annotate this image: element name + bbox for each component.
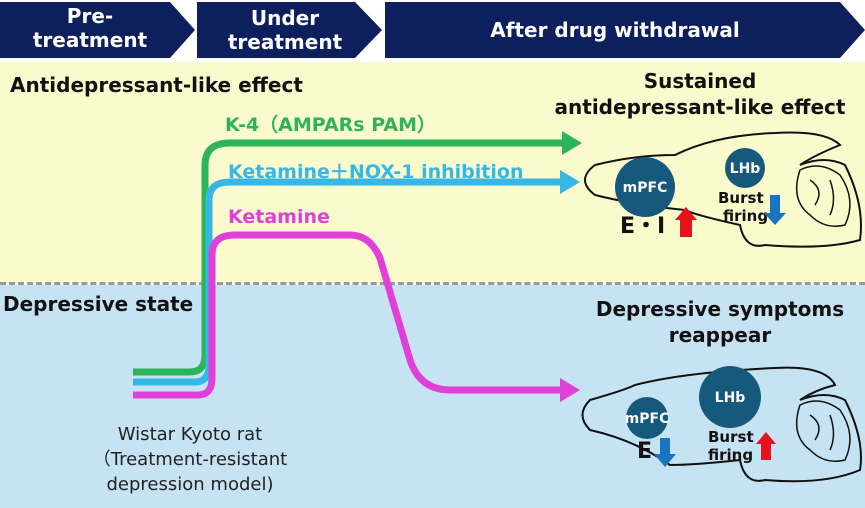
- burst-label-2: firing: [723, 207, 768, 225]
- pathway-k4: [133, 139, 565, 376]
- bottom-region-label: Depressive state: [3, 292, 194, 316]
- up-arrow-icon: [675, 207, 697, 237]
- cerebellum-icon: [795, 400, 851, 462]
- mpfc-label: mPFC: [623, 180, 668, 196]
- brain-outline-icon: [584, 131, 862, 248]
- burst-label-2: firing: [708, 446, 753, 464]
- arrowhead-k4: [562, 131, 582, 155]
- up-arrow-icon: [756, 432, 776, 460]
- ei-label: E・I: [620, 214, 665, 239]
- arrowhead-ketamine: [560, 378, 580, 402]
- effect-region: [0, 62, 865, 283]
- phase-bar: [0, 2, 865, 58]
- mpfc-label: mPFC: [625, 411, 670, 427]
- lhb-node: [699, 366, 761, 428]
- pathway-ketamine-nox1: [133, 178, 562, 386]
- down-arrow-icon: [764, 195, 786, 225]
- phase-chevron-under: [197, 2, 382, 58]
- lhb-label: LHb: [730, 161, 761, 177]
- label-ketamine-nox1: Ketamine＋NOX-1 inhibition: [228, 161, 524, 183]
- phase-chevron-pre: [0, 2, 195, 58]
- phase-under: Under treatment: [227, 6, 343, 54]
- lhb-node: [725, 148, 765, 188]
- top-region-label: Antidepressant-like effect: [10, 73, 303, 97]
- brain-top: mPFC LHb E・I Burst firing: [584, 131, 862, 248]
- mpfc-node: [626, 397, 668, 439]
- outcome-reappear: Depressive symptoms reappear: [595, 297, 845, 347]
- cerebellum-icon: [795, 165, 851, 227]
- brain-bottom: mPFC LHb E Burst firing: [581, 366, 862, 483]
- e-label: E: [637, 439, 652, 464]
- arrowhead-ketamine-nox1: [560, 170, 580, 194]
- label-ketamine: Ketamine: [228, 206, 330, 228]
- mpfc-node: [615, 157, 675, 217]
- divider-line: [0, 282, 865, 285]
- burst-label-1: Burst: [718, 189, 764, 207]
- burst-label-1: Burst: [708, 428, 754, 446]
- phase-after: After drug withdrawal: [490, 18, 740, 42]
- outcome-sustained: Sustained antidepressant-like effect: [554, 69, 846, 119]
- pathway-ketamine: [133, 231, 562, 399]
- down-arrow-icon: [654, 438, 676, 467]
- model-label: Wistar Kyoto rat （Treatment-resistant de…: [92, 424, 288, 495]
- phase-chevron-after: [385, 2, 865, 58]
- phase-pre: Pre- treatment: [32, 4, 148, 52]
- lhb-label: LHb: [715, 390, 746, 406]
- label-k4: K-4（AMPARs PAM）: [225, 114, 437, 136]
